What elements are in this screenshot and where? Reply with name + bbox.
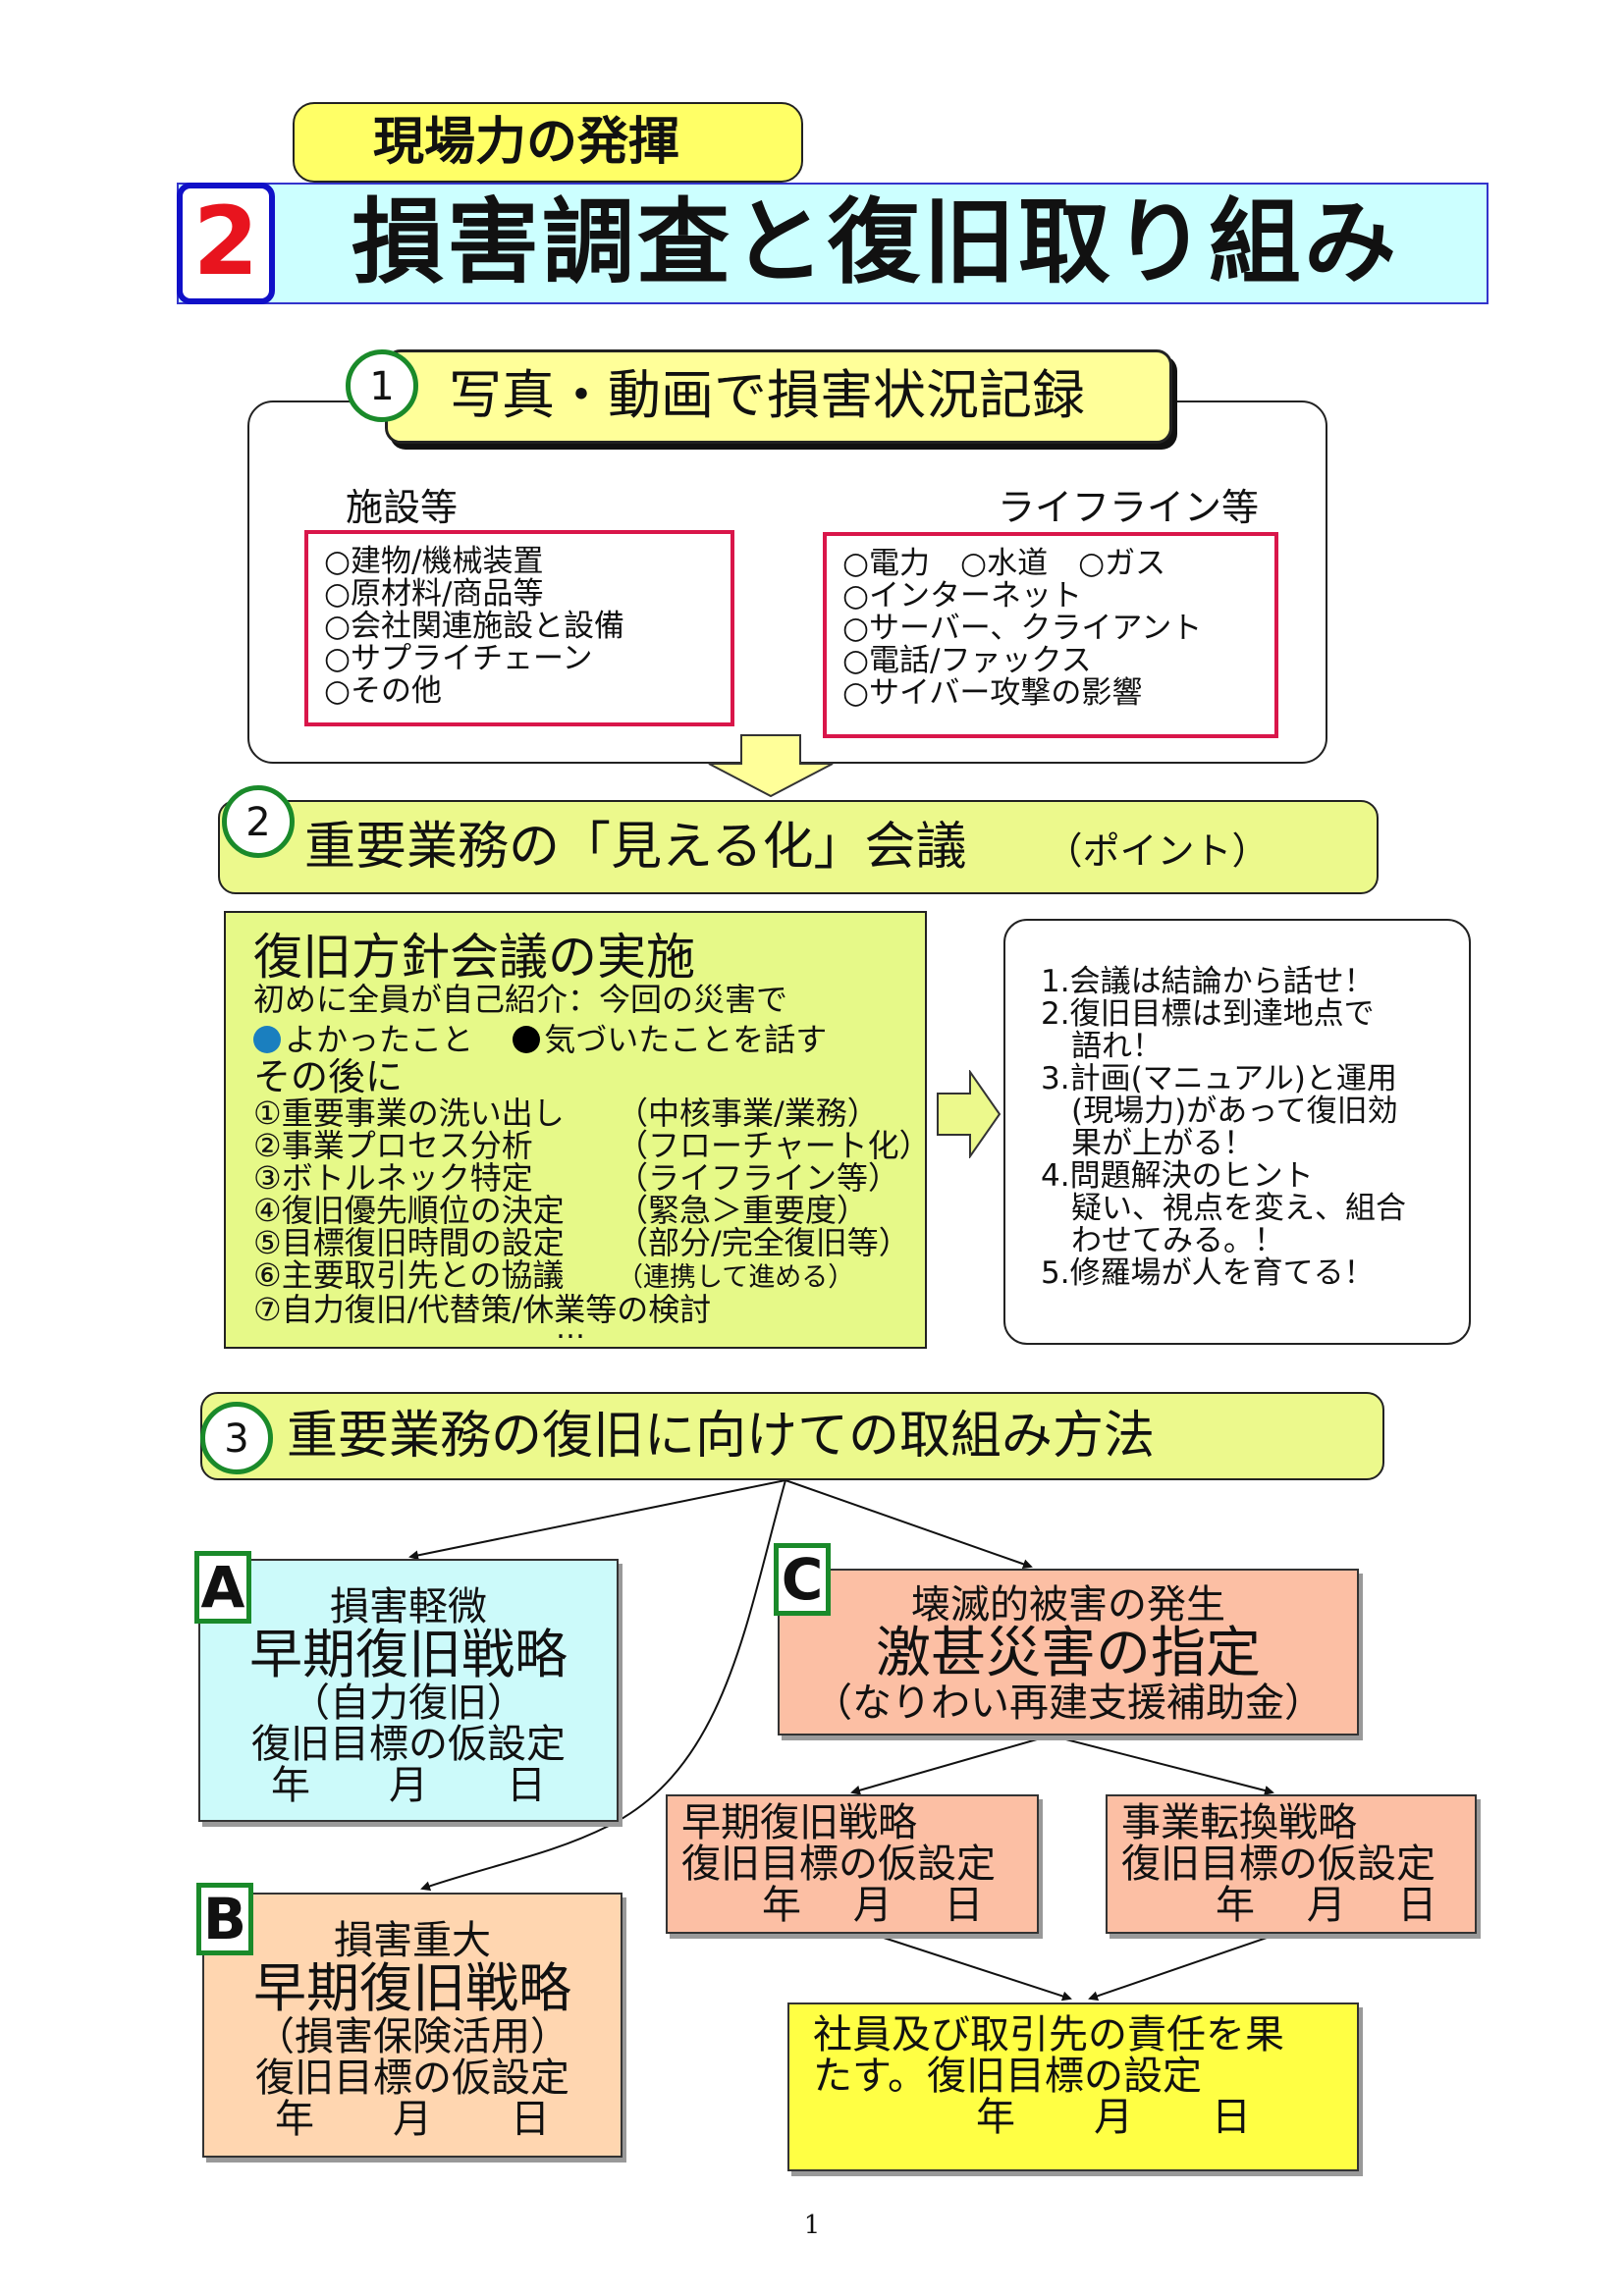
recovery-step: ⑥主要取引先との協議（連携して進める）	[253, 1256, 855, 1294]
business-conversion-date: 年 月 日	[1216, 1883, 1437, 1928]
label-c: C	[774, 1543, 831, 1616]
section2-point: （ポイント）	[1045, 829, 1270, 873]
recovery-meeting-intro: 初めに全員が自己紹介：今回の災害で	[253, 981, 788, 1018]
early-recovery-name: 早期復旧戦略	[681, 1800, 917, 1845]
recovery-meeting-after: その後に	[253, 1055, 404, 1098]
recovery-meeting-box: 復旧方針会議の実施 初めに全員が自己紹介：今回の災害で よかったこと 気づいたこ…	[224, 911, 931, 1349]
page-title: 損害調査と復旧取り組み	[352, 189, 1400, 296]
list-item: ○インターネット	[842, 578, 1083, 614]
arrow-c2-to-final	[1088, 1937, 1268, 2002]
recovery-step: ⑤目標復旧時間の設定（部分/完全復旧等）	[253, 1224, 910, 1261]
recovery-steps: ①重要事業の洗い出し（中核事業/業務） ②事業プロセス分析（フローチャート化） …	[253, 1095, 931, 1328]
tip-line: 3.計画(マニュアル)と運用	[1041, 1061, 1397, 1096]
list-item: ○電力 ○水道 ○ガス	[842, 546, 1166, 581]
section3-title: 重要業務の復旧に向けての取組み方法	[200, 1392, 1384, 1480]
section2-number: 2	[222, 785, 295, 858]
recovery-step: ⑦自力復旧/代替策/休業等の検討	[253, 1291, 712, 1328]
meeting-tips-box: 1.会議は結論から話せ！ 2.復旧目標は到達地点で 語れ！ 3.計画(マニュアル…	[1003, 919, 1471, 1345]
strategy-a-box: 損害軽微 早期復旧戦略 （自力復旧） 復旧目標の仮設定 年 月 日	[198, 1559, 619, 1822]
strategy-b-box: 損害重大 早期復旧戦略 （損害保険活用） 復旧目標の仮設定 年 月 日	[202, 1893, 623, 2158]
strategy-a-target: 復旧目標の仮設定	[251, 1722, 566, 1767]
recovery-step: ④復旧優先順位の決定（緊急＞重要度）	[253, 1192, 869, 1229]
tip-line: わせてみる。！	[1041, 1223, 1284, 1258]
business-conversion-box: 事業転換戦略 復旧目標の仮設定 年 月 日	[1106, 1794, 1477, 1934]
list-item: ○原材料/商品等	[324, 576, 544, 612]
header-tag: 現場力の発揮	[293, 102, 803, 183]
strategy-b-method: （損害保険活用）	[255, 2014, 569, 2059]
recovery-step: ②事業プロセス分析（フローチャート化）	[253, 1127, 931, 1164]
recovery-meeting-share: よかったこと 気づいたことを話す	[253, 1024, 925, 1056]
final-goal-line1: 社員及び取引先の責任を果	[813, 2012, 1284, 2057]
strategy-a-damage: 損害軽微	[330, 1584, 487, 1629]
section2-title-bar: 重要業務の「見える化」会議 （ポイント）	[218, 800, 1379, 894]
final-goal-line2: たす。復旧目標の設定	[813, 2054, 1202, 2099]
strategy-c-subsidy: （なりわい再建支援補助金）	[813, 1681, 1324, 1726]
section1-number: 1	[346, 349, 418, 422]
strategy-b-target: 復旧目標の仮設定	[255, 2056, 569, 2101]
arrow-c1-to-final	[883, 1937, 1072, 2002]
strategy-a-date: 年 月 日	[271, 1763, 546, 1808]
tip-line: 語れ！	[1041, 1029, 1163, 1064]
final-goal-date: 年 月 日	[976, 2095, 1251, 2140]
black-dot-icon	[513, 1026, 541, 1053]
tip-line: 果が上がる！	[1041, 1126, 1254, 1161]
good-things-text: よかったこと	[285, 1021, 474, 1058]
tip-line: (現場力)があって復旧効	[1041, 1094, 1398, 1129]
strategy-b-name: 早期復旧戦略	[253, 1957, 571, 2019]
section2-title: 重要業務の「見える化」会議	[304, 818, 967, 877]
arrow-to-c	[785, 1479, 1033, 1570]
strategy-c-name: 激甚災害の指定	[876, 1622, 1261, 1685]
lifelines-label: ライフライン等	[998, 486, 1260, 529]
lifelines-list: ○電力 ○水道 ○ガス ○インターネット ○サーバー、クライアント ○電話/ファ…	[823, 532, 1278, 738]
business-conversion-target: 復旧目標の仮設定	[1121, 1842, 1435, 1887]
facilities-list: ○建物/機械装置 ○原材料/商品等 ○会社関連施設と設備 ○サプライチェーン ○…	[304, 530, 734, 726]
strategy-a-name: 早期復旧戦略	[249, 1624, 568, 1685]
arrow-to-c1	[850, 1735, 1052, 1795]
tip-line: 疑い、視点を変え、組合	[1041, 1191, 1406, 1226]
early-recovery-date: 年 月 日	[762, 1883, 984, 1928]
arrow-to-b	[420, 1479, 786, 1892]
list-item: ○その他	[324, 673, 443, 709]
down-arrow-icon	[708, 734, 834, 797]
strategy-c-box: 壊滅的被害の発生 激甚災害の指定 （なりわい再建支援補助金）	[778, 1569, 1359, 1735]
list-item: ○会社関連施設と設備	[324, 609, 625, 644]
blue-dot-icon	[253, 1026, 281, 1053]
facilities-label: 施設等	[346, 486, 459, 529]
label-b: B	[196, 1883, 253, 1955]
page-number: 1	[803, 2211, 821, 2240]
list-item: ○サーバー、クライアント	[842, 611, 1203, 646]
arrow-to-c2	[1050, 1735, 1274, 1795]
tip-line: 5.修羅場が人を育てる！	[1041, 1255, 1375, 1291]
early-recovery-box: 早期復旧戦略 復旧目標の仮設定 年 月 日	[666, 1794, 1039, 1934]
title-banner	[177, 183, 1489, 304]
right-arrow-icon	[937, 1070, 1001, 1158]
final-goal-box: 社員及び取引先の責任を果 たす。復旧目標の設定 年 月 日	[787, 2002, 1359, 2171]
tip-line: 4.問題解決のヒント	[1041, 1158, 1314, 1194]
list-item: ○サイバー攻撃の影響	[842, 675, 1143, 711]
strategy-b-date: 年 月 日	[275, 2097, 550, 2142]
tip-line: 2.復旧目標は到達地点で	[1041, 996, 1375, 1032]
list-item: ○サプライチェーン	[324, 641, 593, 676]
section3-number: 3	[200, 1402, 273, 1474]
section1-title: 写真・動画で損害状況記録	[385, 349, 1172, 444]
arrow-to-a	[408, 1479, 786, 1561]
chapter-number: 2	[177, 183, 275, 304]
strategy-b-damage: 損害重大	[334, 1918, 491, 1963]
list-item: ○建物/機械装置	[324, 544, 544, 579]
recovery-meeting-heading: 復旧方針会議の実施	[253, 929, 695, 986]
tip-line: 1.会議は結論から話せ！	[1041, 964, 1375, 999]
list-item: ○電話/ファックス	[842, 643, 1092, 678]
business-conversion-name: 事業転換戦略	[1121, 1800, 1357, 1845]
strategy-a-method: （自力復旧）	[291, 1681, 526, 1726]
noticed-things-text: 気づいたことを話す	[544, 1021, 828, 1058]
label-a: A	[194, 1551, 251, 1624]
recovery-step: ③ボトルネック特定（ライフライン等）	[253, 1159, 900, 1197]
strategy-c-damage: 壊滅的被害の発生	[911, 1582, 1225, 1628]
early-recovery-target: 復旧目標の仮設定	[681, 1842, 996, 1887]
recovery-step: ①重要事業の洗い出し（中核事業/業務）	[253, 1095, 879, 1132]
recovery-ellipsis: …	[556, 1311, 585, 1346]
